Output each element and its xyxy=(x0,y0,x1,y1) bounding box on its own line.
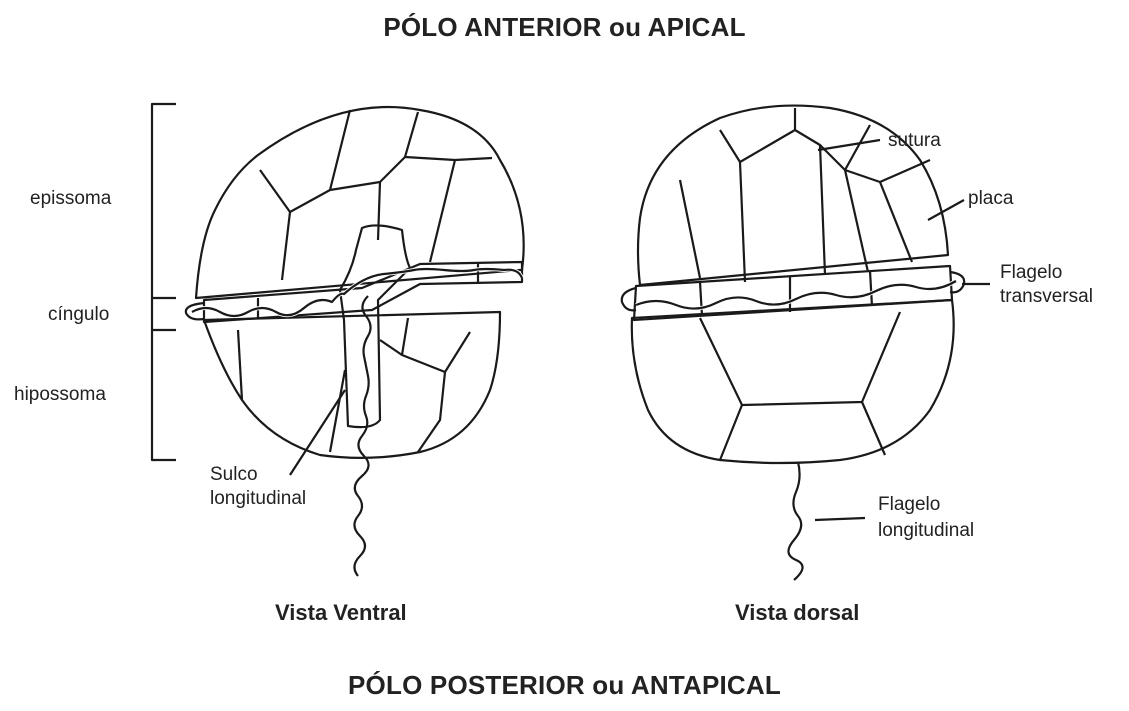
ventral-sulcus xyxy=(340,225,410,427)
transverse-flagellum-label-line2: transversal xyxy=(1000,286,1093,308)
longitudinal-flagellum-label-line2: longitudinal xyxy=(878,520,974,542)
transverse-flagellum-label-line1: Flagelo xyxy=(1000,262,1062,284)
hyposome-label: hipossoma xyxy=(14,384,106,406)
longitudinal-flagellum-label-line1: Flagelo xyxy=(878,494,940,516)
sulcus-pointer-line xyxy=(290,390,345,475)
sulcus-label-line1: Sulco xyxy=(210,464,258,486)
dorsal-hyposome xyxy=(632,300,954,463)
plate-label: placa xyxy=(968,188,1013,210)
dorsal-cingulum xyxy=(634,266,952,320)
dorsal-longitudinal-flagellum xyxy=(788,462,802,580)
dorsal-hyposome-sutures xyxy=(700,312,900,460)
ventral-hyposome xyxy=(204,312,500,458)
ventral-longitudinal-flagellum xyxy=(354,296,370,576)
suture-label: sutura xyxy=(888,130,941,152)
ventral-transverse-flagellum xyxy=(192,269,522,316)
sulcus-label-line2: longitudinal xyxy=(210,488,306,510)
ventral-episome-sutures xyxy=(260,110,492,280)
region-bracket xyxy=(152,104,176,460)
dorsal-view-label: Vista dorsal xyxy=(735,600,859,626)
ventral-view-label: Vista Ventral xyxy=(275,600,407,626)
dorsal-pointer-lines xyxy=(815,140,990,520)
cingulum-label: cíngulo xyxy=(48,304,109,326)
episome-label: epissoma xyxy=(30,188,111,210)
